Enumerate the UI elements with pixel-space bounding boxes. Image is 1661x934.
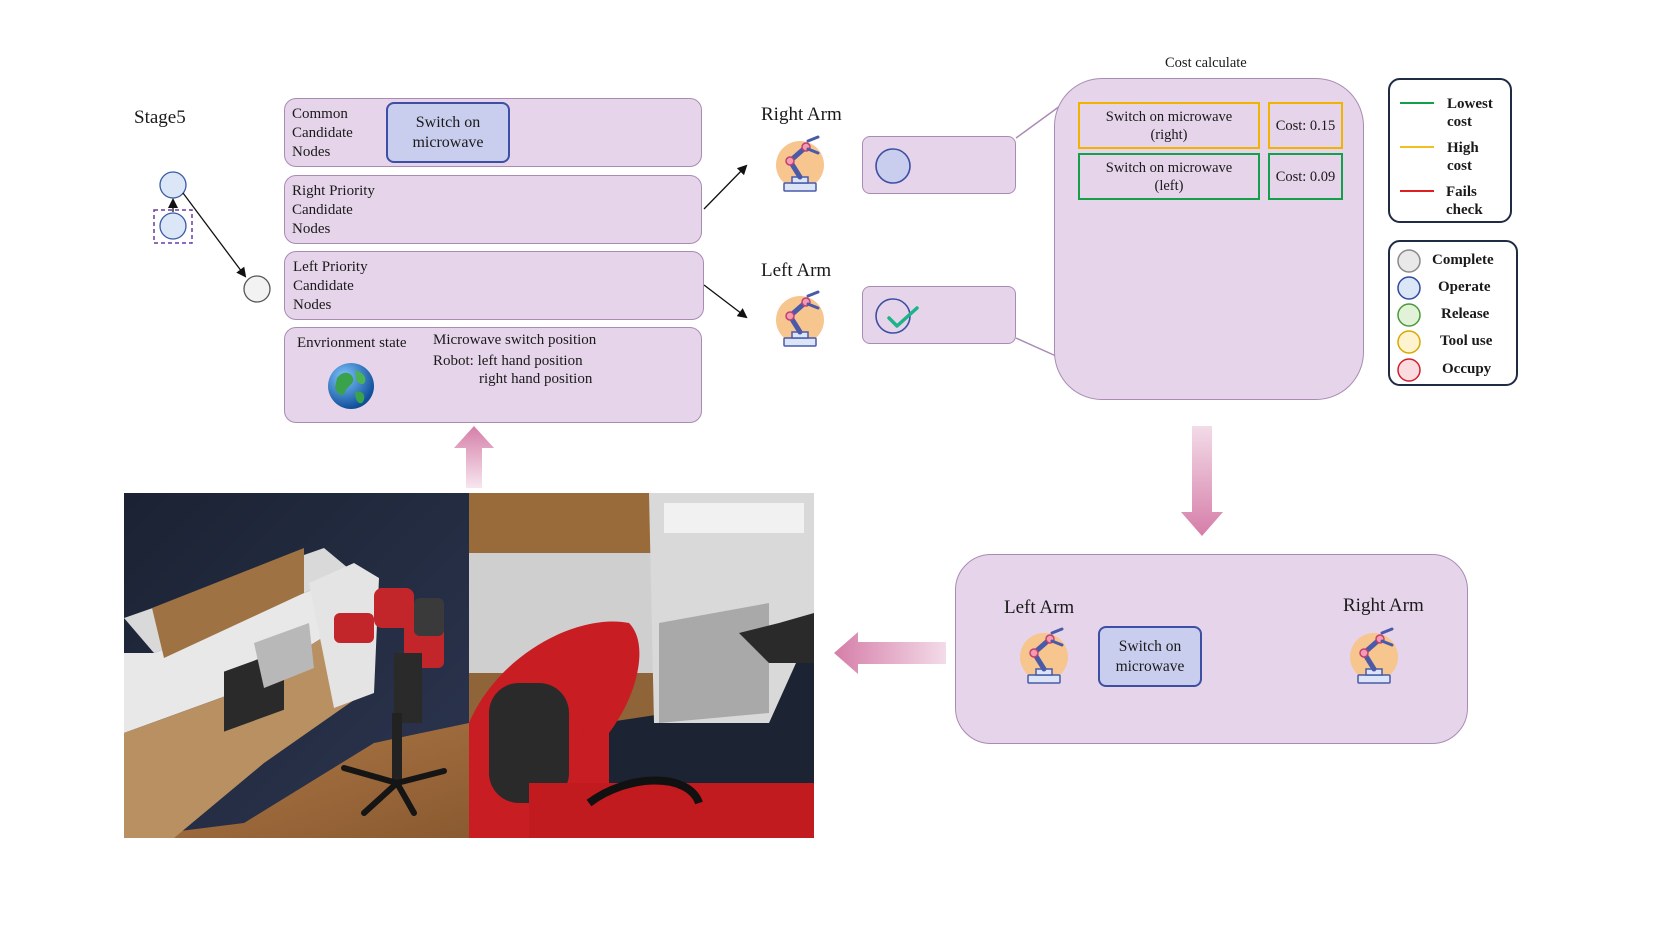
arrow-down-pink — [1181, 426, 1223, 536]
legend-release-icon — [1397, 303, 1421, 327]
cost-panel: Switch on microwave (right) Cost: 0.15 S… — [1054, 78, 1364, 400]
stage-edge-diag — [182, 192, 247, 278]
left-priority-label: Left Priority Candidate Nodes — [293, 259, 368, 313]
legend-occupy-label: Occupy — [1442, 361, 1492, 377]
legend-high-label: High cost — [1447, 140, 1479, 174]
env-line-1: Microwave switch position — [433, 332, 597, 348]
legend-state-circles — [1397, 249, 1421, 382]
stage-node-top — [159, 171, 187, 199]
cost-task-right: Switch on microwave (right) — [1078, 102, 1260, 149]
globe-icon — [328, 363, 374, 409]
common-candidate-panel: Common Candidate Nodes Switch on microwa… — [284, 98, 702, 167]
common-candidate-label: Common Candidate Nodes — [292, 106, 353, 160]
result-robot-arm-icon-right — [1350, 627, 1398, 684]
legend-line-high — [1400, 146, 1434, 148]
env-line-3: right hand position — [479, 371, 593, 387]
left-arm-state-panel — [862, 286, 1016, 344]
legend-release-label: Release — [1441, 306, 1490, 322]
right-arm-label: Right Arm — [761, 104, 842, 125]
stage-node-bottom — [243, 275, 271, 303]
right-priority-label: Right Priority Candidate Nodes — [292, 183, 375, 237]
env-line-2: Robot: left hand position — [433, 353, 583, 369]
result-right-arm-label: Right Arm — [1343, 595, 1424, 616]
robot-arm-icon-right — [776, 135, 824, 192]
environment-panel: Envrionment state Microwave switch posit… — [284, 327, 702, 423]
legend-fails-label: Fails check — [1446, 184, 1483, 218]
result-panel: Left Arm Right Arm Switch on microwave — [955, 554, 1468, 744]
result-left-arm-label: Left Arm — [1004, 597, 1075, 618]
arrow-to-left-arm — [703, 284, 748, 319]
cost-value-right: Cost: 0.15 — [1268, 102, 1343, 149]
operate-check-icon — [875, 298, 919, 334]
arrow-left-pink — [834, 632, 946, 674]
legend-complete-icon — [1397, 249, 1421, 273]
result-task-node[interactable]: Switch on microwave — [1098, 626, 1202, 687]
cost-title: Cost calculate — [1165, 55, 1247, 71]
left-arm-label: Left Arm — [761, 260, 832, 281]
legend-operate-label: Operate — [1438, 279, 1491, 295]
legend-occupy-icon — [1397, 358, 1421, 382]
cost-value-left: Cost: 0.09 — [1268, 153, 1343, 200]
left-priority-panel: Left Priority Candidate Nodes — [284, 251, 704, 320]
simulation-view-third-person — [124, 493, 469, 838]
legend-line-lowest — [1400, 102, 1434, 104]
result-robot-arm-icon-left — [1020, 627, 1068, 684]
legend-line-fails — [1400, 190, 1434, 192]
stage-label: Stage5 — [134, 107, 186, 128]
stage-node-middle — [159, 212, 187, 240]
dashed-node-frame — [153, 209, 193, 244]
arrow-up-pink — [454, 426, 494, 488]
right-priority-panel: Right Priority Candidate Nodes — [284, 175, 702, 244]
arrow-to-right-arm — [703, 164, 748, 210]
legend-tooluse-label: Tool use — [1440, 333, 1493, 349]
operate-node-icon — [875, 148, 911, 184]
common-task-node[interactable]: Switch on microwave — [386, 102, 510, 163]
simulation-view-first-person — [469, 493, 814, 838]
connector-bottom — [1015, 337, 1057, 357]
legend-complete-label: Complete — [1432, 252, 1494, 268]
env-label: Envrionment state — [297, 335, 407, 351]
legend-node-states: Complete Operate Release Tool use Occupy — [1388, 240, 1518, 386]
legend-lowest-label: Lowest cost — [1447, 96, 1493, 130]
legend-operate-icon — [1397, 276, 1421, 300]
legend-tooluse-icon — [1397, 330, 1421, 354]
cost-task-left: Switch on microwave (left) — [1078, 153, 1260, 200]
legend-cost-lines: Lowest cost High cost Fails check — [1388, 78, 1512, 223]
right-arm-state-panel — [862, 136, 1016, 194]
robot-arm-icon-left — [776, 290, 824, 347]
